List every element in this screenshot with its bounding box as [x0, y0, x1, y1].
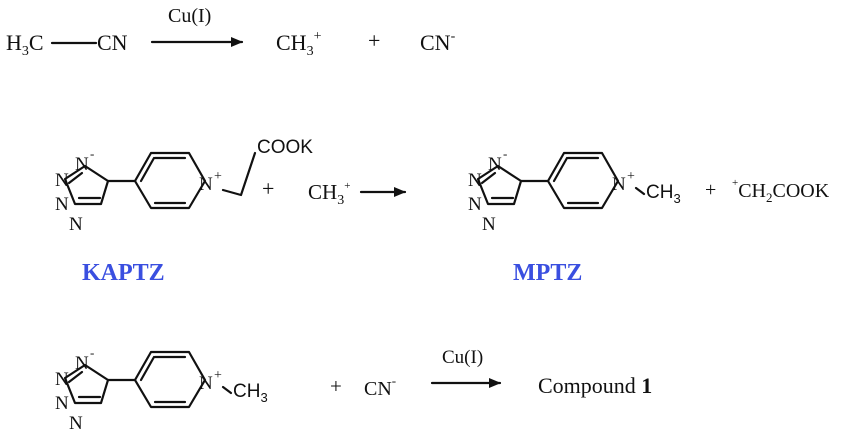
- cu-catalyst-label: Cu(I): [168, 5, 211, 27]
- cn-group: CN: [97, 30, 128, 55]
- svg-text:N: N: [55, 170, 69, 191]
- carboxylate-group: COOK: [257, 137, 313, 158]
- svg-text:N: N: [468, 170, 482, 191]
- methyl-cation: CH3+: [276, 29, 322, 59]
- svg-text:N: N: [55, 194, 69, 215]
- mptz-structure-reactant: N - N N N N + CH3: [55, 345, 268, 434]
- methyl-group: CH3: [646, 182, 681, 206]
- plus-sign: +: [368, 28, 380, 53]
- svg-text:-: -: [90, 345, 94, 360]
- svg-text:N: N: [69, 214, 83, 235]
- kaptz-structure: N - N N N N + COOK: [55, 137, 313, 235]
- mptz-label: MPTZ: [513, 260, 582, 286]
- acetonitrile-reactant: H3C: [6, 30, 44, 59]
- mptz-structure: N - N N N N + CH3: [468, 146, 681, 235]
- compound-1-product: Compound 1: [538, 373, 652, 398]
- svg-text:N: N: [75, 154, 89, 175]
- svg-text:-: -: [503, 146, 507, 161]
- plus-sign-3: +: [330, 374, 342, 398]
- svg-text:N: N: [612, 174, 626, 195]
- svg-text:N: N: [55, 393, 69, 414]
- svg-text:N: N: [199, 373, 213, 394]
- svg-text:N: N: [69, 413, 83, 434]
- reaction-2: N - N N N N + COOK KAPTZ + CH3+ N - N N …: [55, 137, 830, 286]
- svg-text:N: N: [75, 353, 89, 374]
- kaptz-label: KAPTZ: [82, 260, 165, 286]
- methyl-cation-reagent: CH3+: [308, 180, 350, 208]
- plus-sign-2: +: [705, 179, 716, 201]
- reaction-3: N - N N N N + CH3 + CN- Cu(I) Compound 1: [55, 345, 652, 434]
- methyl-group-3: CH3: [233, 381, 268, 405]
- plus-sign-1: +: [262, 176, 274, 201]
- cyanide-anion: CN-: [420, 29, 456, 55]
- cyanide-reagent: CN-: [364, 373, 396, 400]
- svg-text:N: N: [488, 154, 502, 175]
- carboxymethyl-byproduct: +CH2COOK: [732, 177, 830, 205]
- svg-text:+: +: [627, 169, 635, 184]
- svg-text:N: N: [199, 174, 213, 195]
- svg-text:+: +: [214, 368, 222, 383]
- reaction-1: H3C CN Cu(I) CH3+ + CN-: [6, 5, 456, 59]
- svg-text:-: -: [90, 146, 94, 161]
- svg-text:+: +: [214, 169, 222, 184]
- cu-catalyst-label-3: Cu(I): [442, 347, 483, 368]
- svg-text:N: N: [468, 194, 482, 215]
- svg-text:N: N: [482, 214, 496, 235]
- svg-text:N: N: [55, 369, 69, 390]
